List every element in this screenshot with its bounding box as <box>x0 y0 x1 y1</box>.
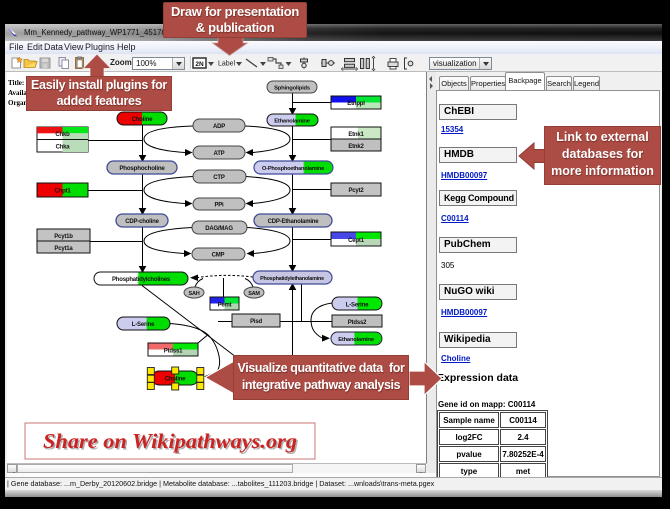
svg-text:CDP-Ethanolamine: CDP-Ethanolamine <box>268 219 320 225</box>
svg-text:CTP: CTP <box>213 175 225 181</box>
svg-text:Chpt1: Chpt1 <box>55 188 72 194</box>
svg-text:Ptdss1: Ptdss1 <box>164 348 183 354</box>
svg-text:Title:: Title: <box>8 79 24 87</box>
svg-text:Phosphatidylethanolamine: Phosphatidylethanolamine <box>260 276 324 282</box>
svg-text:Label: Label <box>218 61 236 68</box>
svg-text:Ethanolamine: Ethanolamine <box>338 337 375 343</box>
svg-text:Chka: Chka <box>56 144 71 150</box>
svg-text:Ethanolamine: Ethanolamine <box>274 118 311 124</box>
svg-text:SAM: SAM <box>248 291 260 297</box>
svg-text:ADP: ADP <box>213 124 225 130</box>
svg-text:PPi: PPi <box>214 202 224 208</box>
svg-text:ATP: ATP <box>214 151 225 157</box>
svg-text:Phosphocholine: Phosphocholine <box>119 165 165 172</box>
svg-text:Choline: Choline <box>165 376 186 382</box>
svg-text:Share on Wikipathways.org: Share on Wikipathways.org <box>45 431 299 455</box>
svg-text:L-Serine: L-Serine <box>346 302 369 308</box>
svg-text:Choline: Choline <box>132 117 153 123</box>
svg-text:CMP: CMP <box>212 252 225 258</box>
svg-text:Etnk2: Etnk2 <box>348 144 364 150</box>
svg-text:Pcyt1a: Pcyt1a <box>54 246 73 252</box>
svg-text:Availab: Availab <box>8 89 31 97</box>
svg-text:SAH: SAH <box>188 291 199 297</box>
svg-text:Etnk1: Etnk1 <box>348 132 364 138</box>
svg-text:Share on Wikipathways.org: Share on Wikipathways.org <box>43 429 297 453</box>
svg-text:L-Serine: L-Serine <box>132 322 155 328</box>
svg-text:Phosphatidylcholines: Phosphatidylcholines <box>112 277 171 283</box>
svg-text:Pcyt2: Pcyt2 <box>348 188 364 194</box>
svg-text:Pisd: Pisd <box>250 319 262 325</box>
svg-text:CDP-choline: CDP-choline <box>125 219 159 225</box>
svg-text:DAG/MAG: DAG/MAG <box>205 226 233 232</box>
svg-text:Pcyt1b: Pcyt1b <box>54 234 73 240</box>
svg-text:O-Phosphoethanolamine: O-Phosphoethanolamine <box>262 166 324 172</box>
svg-text:Chkb: Chkb <box>55 132 70 138</box>
svg-text:Pemt: Pemt <box>218 302 232 308</box>
svg-text:Cept1: Cept1 <box>348 238 365 244</box>
svg-text:Etnppl: Etnppl <box>347 101 365 107</box>
svg-text:2N: 2N <box>195 61 204 68</box>
svg-text:Organis: Organis <box>8 99 32 107</box>
svg-text:Sphingolipids: Sphingolipids <box>274 85 310 91</box>
svg-text:Ptdss2: Ptdss2 <box>348 320 367 326</box>
